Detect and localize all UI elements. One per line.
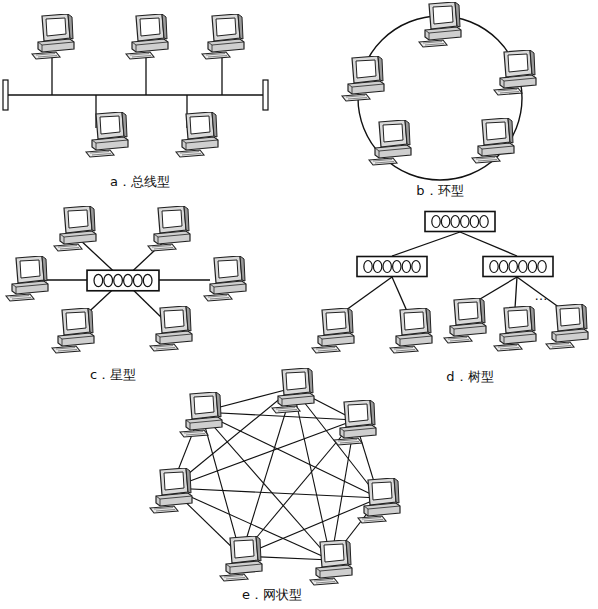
caption-label: b．环型 bbox=[416, 182, 463, 200]
caption-label: c．星型 bbox=[90, 366, 136, 384]
caption-label: d．树型 bbox=[446, 368, 493, 386]
caption-label: … bbox=[535, 288, 548, 303]
caption-label: e．网状型 bbox=[242, 586, 302, 604]
caption-label: a．总线型 bbox=[110, 173, 170, 191]
